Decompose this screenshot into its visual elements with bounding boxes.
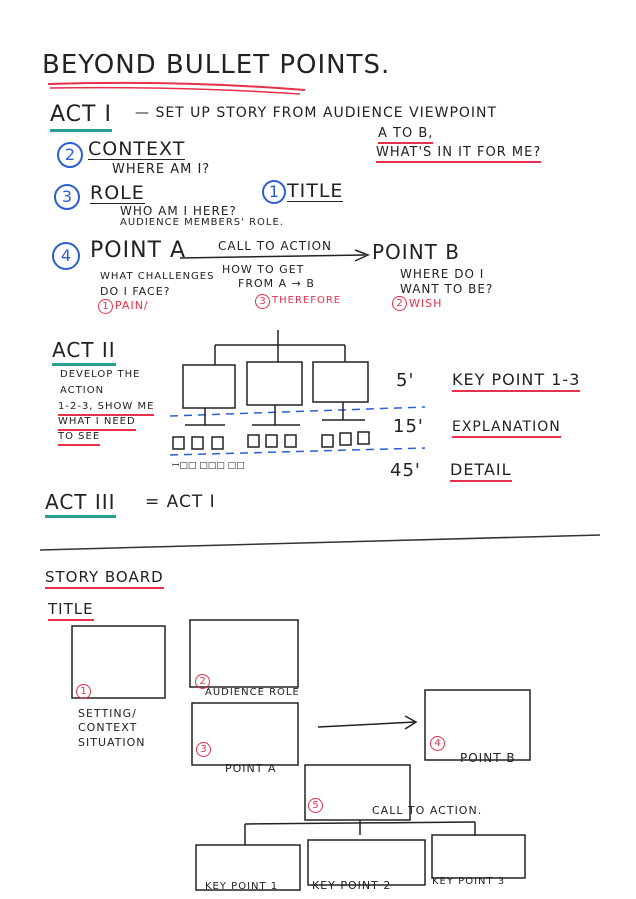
call-to-action-label: Call to Action xyxy=(218,239,333,253)
level-label: Key Point 1-3 xyxy=(452,372,581,392)
point-b-note-2: want to be? xyxy=(400,282,494,296)
role-note: Who am I here? xyxy=(120,204,237,218)
point-a-label: Point A xyxy=(90,238,187,263)
act1-heading: Act I xyxy=(50,104,112,132)
act2-line: action xyxy=(60,385,105,396)
point-a-note: What challenges xyxy=(100,271,215,282)
number-1-circle: 1 xyxy=(262,180,286,204)
role-note-2: Audience members' role. xyxy=(120,217,284,228)
storyboard-title-label: Title xyxy=(48,602,94,621)
page-title: Beyond Bullet Points. xyxy=(42,50,391,80)
act3-heading: Act III xyxy=(45,492,116,518)
level-label: Detail xyxy=(450,462,512,482)
key-point-label: Key Point 2 xyxy=(312,879,392,892)
a-to-b: A to B, xyxy=(378,127,434,144)
pain-number: 1 xyxy=(98,299,113,314)
svg-text:ꟷ□□ □□□ □□: ꟷ□□ □□□ □□ xyxy=(172,461,245,471)
wish-number: 2 xyxy=(392,296,407,311)
frame-caption: Call to Action. xyxy=(372,804,483,817)
act1-subtitle: — Set up story from audience viewpoint xyxy=(135,105,498,121)
key-point-label: Key Point 3 xyxy=(432,876,506,887)
title-item-label: Title xyxy=(287,180,344,202)
frame-number: 4 xyxy=(430,736,445,751)
level-time: 5' xyxy=(396,370,415,391)
whats-in-it: What's in it for me? xyxy=(376,146,542,163)
number-3-circle: 3 xyxy=(54,184,80,210)
context-label: Context xyxy=(88,138,186,160)
frame-number: 5 xyxy=(308,798,323,813)
level-label: Explanation xyxy=(452,420,561,438)
frame-number: 2 xyxy=(195,674,210,689)
cta-note: How to get xyxy=(222,263,305,276)
frame-caption: Audience Role xyxy=(205,687,300,698)
pain-tag: Pain/ xyxy=(115,299,149,312)
frame-caption: Context xyxy=(78,721,138,734)
point-b-label: Point B xyxy=(372,240,460,264)
frame-caption: Situation xyxy=(78,736,146,749)
act2-heading: Act II xyxy=(52,340,116,366)
storyboard-heading: Story Board xyxy=(45,570,164,589)
context-note: Where am I? xyxy=(112,162,211,177)
act2-line: Develop the xyxy=(60,369,141,380)
level-time: 15' xyxy=(393,416,424,437)
point-b-note: Where do I xyxy=(400,267,485,281)
frame-number: 3 xyxy=(196,742,211,757)
therefore-number: 3 xyxy=(255,294,270,309)
point-a-note-2: do I face? xyxy=(100,285,171,298)
frame-caption: Setting/ xyxy=(78,707,137,720)
cta-note-2: from A → B xyxy=(238,277,315,290)
frame-caption: Point B xyxy=(460,751,516,765)
act3-equals: = Act I xyxy=(145,492,216,512)
frame-caption: Point A xyxy=(225,762,277,775)
act2-line: what I need xyxy=(58,417,136,431)
number-2-circle: 2 xyxy=(57,142,83,168)
frame-number: 1 xyxy=(76,684,91,699)
level-time: 45' xyxy=(390,460,421,481)
role-label: Role xyxy=(90,182,145,204)
wish-tag: Wish xyxy=(409,297,443,310)
act2-line: to see xyxy=(58,432,101,446)
key-point-label: Key Point 1 xyxy=(205,881,279,892)
act2-line: 1-2-3, show me xyxy=(58,402,155,416)
therefore-tag: Therefore xyxy=(272,295,342,306)
number-4-circle: 4 xyxy=(52,242,80,270)
